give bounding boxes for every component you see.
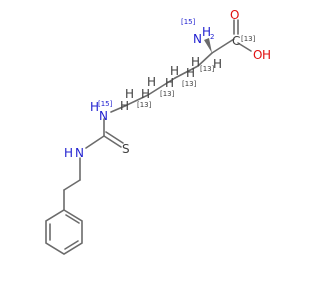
eps-n-h: H [90, 100, 99, 114]
structure-drawing: [15] N H 2 O C [13] O H H H [13] H H [13… [45, 8, 271, 255]
bond-beta-gamma [174, 65, 199, 79]
bond-thioc-nh [85, 135, 105, 149]
c-epsilon-isotope: [13] [137, 101, 152, 109]
eps-n-isotope: [15] [98, 100, 113, 108]
c-epsilon-h1: H [125, 87, 134, 101]
c-beta-h2: H [186, 66, 195, 80]
benzene-ring [45, 209, 83, 255]
thio-nh-h: H [64, 146, 73, 160]
alpha-h: H [213, 57, 222, 71]
amine-isotope: [15] [181, 18, 196, 26]
amine-n: N [193, 32, 202, 46]
ring-double-1 [65, 214, 80, 224]
molecule-canvas: [15] N H 2 O C [13] O H H H [13] H H [13… [45, 8, 272, 255]
bond-thioc-s-1 [103, 135, 122, 148]
bond-thioc-s-2 [105, 131, 124, 144]
thio-s: S [122, 142, 130, 156]
bond-amine-wedge [204, 38, 212, 53]
carbonyl-o: O [230, 8, 239, 22]
eps-n: N [99, 109, 108, 123]
carboxyl-c: C [232, 34, 240, 48]
ring-double-2 [64, 240, 79, 250]
c-epsilon-h2: H [120, 99, 129, 113]
carboxyl-isotope: [13] [241, 35, 256, 43]
c-delta-isotope: [13] [160, 90, 175, 98]
bond-gamma-delta [147, 77, 176, 96]
hydroxyl-o: O [253, 48, 262, 62]
bond-ch2-ch2 [63, 179, 81, 191]
bond-epsilon-n [110, 105, 126, 113]
bond-carboxyl-oh [237, 42, 252, 52]
c-gamma-h2: H [165, 76, 174, 90]
c-beta-h1: H [191, 55, 200, 69]
bond-delta-epsilon [124, 94, 149, 107]
c-delta-h2: H [141, 87, 150, 101]
thio-nh: N [75, 146, 84, 160]
bond-alpha-beta [197, 52, 213, 67]
amine-h-sub: 2 [210, 33, 214, 41]
c-delta-h1: H [147, 75, 156, 89]
hydroxyl-h: H [262, 48, 271, 62]
bond-alpha-carboxyl [211, 38, 235, 54]
c-beta-isotope: [13] [200, 65, 215, 73]
c-gamma-isotope: [13] [182, 80, 197, 88]
amine-h: H [202, 25, 211, 39]
c-gamma-h1: H [170, 64, 179, 78]
